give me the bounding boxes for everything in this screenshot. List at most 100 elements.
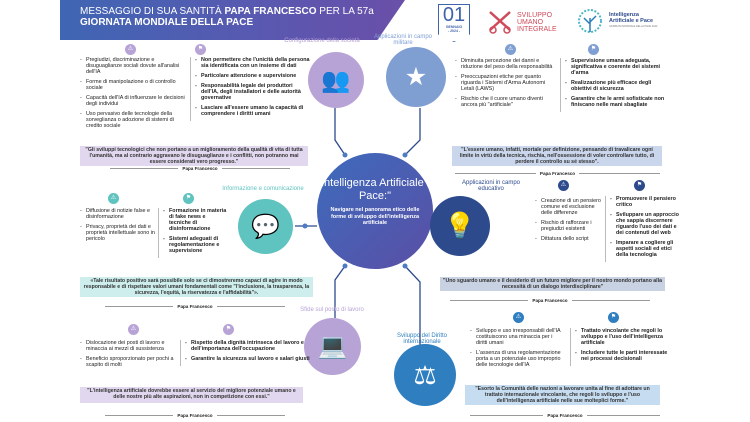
- proposal-item: Trattato vincolante che regoli lo svilup…: [575, 328, 670, 346]
- quote-box: "Gli sviluppi tecnologici che non portan…: [80, 146, 308, 166]
- quote-box: "L'intelligenza artificiale dovrebbe ess…: [80, 387, 303, 403]
- risks-list: Diffusione di notizie false e disinforma…: [80, 208, 158, 246]
- connector-society: [334, 108, 346, 156]
- proposal-item: Imparare a cogliere gli aspetti sociali …: [610, 240, 680, 258]
- circuit-tree-icon: [578, 9, 602, 33]
- proposal-item: Lasciare all'essere umano la capacità di…: [195, 105, 310, 117]
- quote-author: Papa Francesco: [455, 171, 660, 176]
- central-subtitle: Navigare nel panorama etico delle forme …: [330, 207, 420, 226]
- warning-triangle-icon: ⚠: [125, 44, 136, 55]
- chat-bubbles-icon: 💬: [251, 213, 280, 239]
- logo-title: Intelligenza: [609, 12, 639, 18]
- connector-law: [404, 265, 421, 345]
- section-circle: 💻: [304, 318, 361, 375]
- date-badge: 01 GENNAIO - 2024 -: [438, 4, 470, 42]
- risk-item: Dittatura dello script: [535, 236, 603, 242]
- header-line1-end: PER LA 57a: [316, 6, 374, 17]
- proposal-item: Sistemi adeguati di regolamentazione e s…: [163, 236, 228, 254]
- proposals-list: Non permettere che l'unicità della perso…: [190, 57, 310, 121]
- author-name: Papa Francesco: [173, 413, 217, 418]
- proposal-item: Promuovere il pensiero critico: [610, 196, 680, 208]
- quote-box: "Esorto la Comunità delle nazioni a lavo…: [465, 385, 660, 405]
- logo-text: UMANO: [517, 18, 544, 26]
- risk-item: Dislocazione dei posti di lavoro e minac…: [80, 340, 175, 352]
- proposals-list: Promuovere il pensiero criticoSviluppare…: [605, 196, 680, 262]
- proposals-list: Trattato vincolante che regoli lo svilup…: [570, 328, 670, 366]
- risks-list: Sviluppo e uso irresponsabili dell'IA co…: [470, 328, 565, 372]
- proposal-item: Formazione in materia di fake news e tec…: [163, 208, 228, 232]
- quote-box: "L'essere umano, infatti, mortale per de…: [452, 146, 662, 166]
- section-circle: 💬: [238, 199, 293, 254]
- central-theme-circle: "Intelligenza Artificiale e Pace:" Navig…: [317, 153, 433, 269]
- section-label: Configurazione della società: [284, 38, 360, 44]
- risk-item: Uso pervasivo delle tecnologie della sor…: [80, 111, 185, 129]
- scales-icon: ⚖: [413, 359, 437, 390]
- proposal-item: Garantire che le armi sofisticate non fi…: [565, 96, 665, 108]
- header-banner: MESSAGGIO DI SUA SANTITÀ PAPA FRANCESCO …: [60, 0, 405, 40]
- section-circle: ⚖: [394, 344, 456, 406]
- quote-author: Papa Francesco: [470, 413, 660, 418]
- section-label: Applicazioni in campo educativo: [461, 180, 521, 192]
- proposal-item: Sviluppare un approccio che sappia disce…: [610, 212, 680, 236]
- header-line2: GIORNATA MONDIALE DELLA PACE: [80, 17, 254, 28]
- proposal-item: Realizzazione più efficace degli obietti…: [565, 80, 665, 92]
- risk-item: Diminuita percezione dei danni e riduzio…: [455, 58, 555, 70]
- quote-author: Papa Francesco: [105, 304, 285, 309]
- users-gear-icon: 👥: [321, 67, 351, 93]
- risk-item: Rischio che il cuore umano diventi ancor…: [455, 96, 555, 108]
- quote-author: Papa Francesco: [450, 298, 650, 303]
- quote-box: "Uno sguardo umano e il desiderio di un …: [440, 277, 665, 291]
- warning-triangle-icon: ⚠: [505, 44, 516, 55]
- header-line1: MESSAGGIO DI SUA SANTITÀ: [80, 6, 225, 17]
- risk-item: Forme di manipolazione o di controllo so…: [80, 79, 185, 91]
- risk-item: Pregiudizi, discriminazione e disuguagli…: [80, 57, 185, 75]
- warning-triangle-icon: ⚠: [558, 180, 569, 191]
- flag-icon: ⚑: [608, 312, 619, 323]
- date-month: GENNAIO: [445, 25, 463, 29]
- author-name: Papa Francesco: [528, 298, 572, 303]
- risk-item: Diffusione di notizie false e disinforma…: [80, 208, 158, 220]
- date-year: - 2024 -: [447, 29, 461, 33]
- risk-item: Preoccupazioni etiche per quanto riguard…: [455, 74, 555, 92]
- quote-author: Papa Francesco: [105, 413, 285, 418]
- flag-icon: ⚑: [223, 324, 234, 335]
- logo-text: SVILUPPO: [517, 11, 553, 19]
- proposal-item: Includere tutte le parti interessate nei…: [575, 350, 670, 362]
- flag-icon: ⚑: [195, 44, 206, 55]
- warning-triangle-icon: ⚠: [513, 312, 524, 323]
- worker-laptop-icon: 💻: [317, 333, 348, 360]
- crossed-keys-icon: [489, 11, 511, 34]
- proposal-item: Responsabilità legale dei produttori del…: [195, 83, 310, 101]
- quote-box: «Tale risultato positivo sarà possibile …: [80, 277, 313, 297]
- military-rank-icon: ★: [404, 63, 428, 91]
- header-pope: PAPA FRANCESCO: [224, 6, 317, 17]
- proposal-item: Rispetto della dignità intrinseca del la…: [185, 340, 310, 352]
- risk-item: Privacy, proprietà dei dati e proprietà …: [80, 224, 158, 242]
- logo-title: Artificiale e Pace: [609, 18, 654, 24]
- author-name: Papa Francesco: [535, 171, 580, 176]
- connector-military: [404, 108, 421, 156]
- logo-subtitle: GIORNATA MONDIALE DELLA PACE 2024: [609, 25, 658, 28]
- flag-icon: ⚑: [588, 44, 599, 55]
- section-circle: 💡: [430, 196, 490, 256]
- warning-triangle-icon: ⚠: [128, 324, 139, 335]
- connector-work: [334, 265, 346, 318]
- warning-triangle-icon: ⚠: [108, 193, 119, 204]
- risk-item: Capacità dell'IA di influenzare le decis…: [80, 95, 185, 107]
- section-label: Applicazioni in campo militare: [373, 34, 433, 46]
- central-title: "Intelligenza Artificiale e Pace:": [317, 177, 433, 202]
- quote-author: Papa Francesco: [110, 166, 290, 171]
- proposal-item: Particolare attenzione e supervisione: [195, 73, 310, 79]
- section-label: Informazione e comunicazione: [222, 186, 304, 192]
- date-day: 01: [442, 4, 466, 26]
- author-name: Papa Francesco: [178, 166, 222, 171]
- logo-text: INTEGRALE: [517, 25, 557, 33]
- risk-item: Creazione di un pensiero comune ed esclu…: [535, 198, 603, 216]
- risks-list: Pregiudizi, discriminazione e disuguagli…: [80, 57, 185, 133]
- proposal-item: Supervisione umana adeguata, significati…: [565, 58, 665, 76]
- risks-list: Diminuita percezione dei danni e riduzio…: [455, 58, 555, 112]
- author-name: Papa Francesco: [173, 304, 217, 309]
- proposals-list: Rispetto della dignità intrinseca del la…: [180, 340, 310, 366]
